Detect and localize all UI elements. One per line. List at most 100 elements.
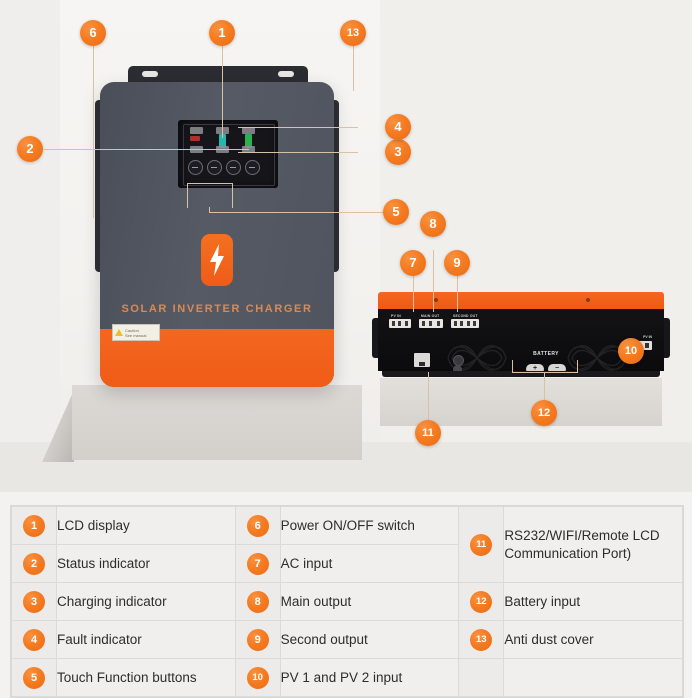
screw-icon xyxy=(586,298,590,302)
rear-panel-body: PV IN MAIN OUT SECOND OUT COMM BATTERY +… xyxy=(378,309,664,376)
legend-num-cell: 3 xyxy=(11,582,57,621)
table-row: 5 Touch Function buttons 10 PV 1 and PV … xyxy=(11,658,683,697)
table-row: 2 Status indicator 7 AC input xyxy=(11,544,683,583)
lightning-bolt-icon xyxy=(201,234,233,286)
leader-line-3 xyxy=(238,152,358,153)
legend-num-cell: 2 xyxy=(11,544,57,583)
inverter-rear-unit: PV IN MAIN OUT SECOND OUT COMM BATTERY +… xyxy=(372,292,670,380)
terminal-block-ac-input[interactable] xyxy=(389,319,411,328)
lcd-segment-battery xyxy=(219,134,226,148)
warning-triangle-icon xyxy=(115,329,123,336)
chassis-edge-right xyxy=(331,100,339,272)
legend-badge-8: 8 xyxy=(246,590,269,613)
touch-button-2[interactable] xyxy=(207,160,222,175)
battery-terminal-group[interactable]: BATTERY +− xyxy=(518,351,574,374)
callout-badge-12[interactable]: 12 xyxy=(531,400,557,426)
backdrop-left xyxy=(0,0,60,492)
ground-washer-icon xyxy=(453,365,462,374)
chassis-edge-left xyxy=(95,100,103,272)
legend-badge-10: 10 xyxy=(246,666,269,689)
leader-line-7 xyxy=(413,276,414,312)
legend-badge-12: 12 xyxy=(470,590,493,613)
legend-num-cell: 5 xyxy=(11,658,57,697)
lcd-segment-fault xyxy=(190,136,200,141)
screw-icon xyxy=(434,298,438,302)
bracket-slot-left xyxy=(142,71,158,77)
touch-function-buttons[interactable] xyxy=(188,160,260,176)
legend-badge-4: 4 xyxy=(23,628,45,651)
leader-line-8 xyxy=(433,250,434,312)
callout-badge-1[interactable]: 1 xyxy=(209,20,235,46)
legend-text-11: RS232/WIFI/Remote LCD Communication Port… xyxy=(503,506,683,583)
callout-badge-9[interactable]: 9 xyxy=(444,250,470,276)
touch-button-4[interactable] xyxy=(245,160,260,175)
terminal-label-second-output: SECOND OUT xyxy=(453,314,478,318)
leader-line-12 xyxy=(544,372,545,400)
callout-badge-3[interactable]: 3 xyxy=(385,139,411,165)
legend-num-cell: 10 xyxy=(234,658,281,697)
leader-line-11 xyxy=(428,372,429,420)
rear-top-strip xyxy=(378,292,664,309)
battery-negative-terminal[interactable]: − xyxy=(548,364,566,374)
terminal-label-ac-input: PV IN xyxy=(391,314,401,318)
leader-line-2 xyxy=(44,149,249,150)
legend-num-cell: 12 xyxy=(458,582,505,621)
lcd-display-panel[interactable] xyxy=(178,120,278,188)
rear-mount-ear-left xyxy=(372,318,380,358)
legend-num-cell: 13 xyxy=(458,620,505,659)
leader-line-6 xyxy=(93,46,94,218)
legend-badge-3: 3 xyxy=(23,590,45,613)
legend-text-8: Main output xyxy=(279,582,460,621)
leader-line-9 xyxy=(457,276,458,312)
callout-badge-10[interactable]: 10 xyxy=(618,338,644,364)
callout-badge-11[interactable]: 11 xyxy=(415,420,441,446)
callout-badge-5[interactable]: 5 xyxy=(383,199,409,225)
bolt-glyph xyxy=(210,244,224,276)
leader-line-4 xyxy=(238,127,358,128)
legend-text-7: AC input xyxy=(279,544,460,583)
callout-badge-2[interactable]: 2 xyxy=(17,136,43,162)
callout-badge-6[interactable]: 6 xyxy=(80,20,106,46)
legend-num-cell: 7 xyxy=(234,544,281,583)
caution-label: Caution xyxy=(125,327,139,333)
terminal-label-main-output: MAIN OUT xyxy=(421,314,440,318)
rear-base-plate xyxy=(382,371,660,377)
pedestal-rear xyxy=(380,378,662,426)
caution-sticker: Caution See manual xyxy=(112,324,160,341)
touch-button-3[interactable] xyxy=(226,160,241,175)
caution-sub: See manual xyxy=(125,332,147,338)
legend-text-9: Second output xyxy=(279,620,460,659)
terminal-block-second-output[interactable] xyxy=(451,319,479,328)
legend-text-10: PV 1 and PV 2 input xyxy=(279,658,460,697)
legend-text-3: Charging indicator xyxy=(56,582,236,621)
legend-table: 1 LCD display 6 Power ON/OFF switch 11 R… xyxy=(10,505,684,698)
legend-text-empty xyxy=(503,658,683,697)
brand-text: SOLAR INVERTER CHARGER xyxy=(121,303,313,315)
battery-label: BATTERY xyxy=(533,351,559,357)
leader-line-5a xyxy=(209,207,210,212)
legend-badge-7: 7 xyxy=(246,552,269,575)
legend-text-6: Power ON/OFF switch xyxy=(279,506,460,545)
legend-num-cell: 8 xyxy=(234,582,281,621)
terminal-block-main-output[interactable] xyxy=(419,319,443,328)
legend-text-1: LCD display xyxy=(56,506,236,545)
table-row: 4 Fault indicator 9 Second output 13 Ant… xyxy=(11,620,683,659)
legend-text-12: Battery input xyxy=(503,582,683,621)
legend-badge-6: 6 xyxy=(246,514,269,537)
comm-rj45-port[interactable] xyxy=(414,353,430,367)
legend-text-2: Status indicator xyxy=(56,544,236,583)
legend-badge-1: 1 xyxy=(23,514,45,537)
legend-badge-5: 5 xyxy=(23,666,45,689)
battery-positive-terminal[interactable]: + xyxy=(526,364,544,374)
legend-num-cell-empty xyxy=(458,658,505,697)
touch-button-1[interactable] xyxy=(188,160,203,175)
table-row: 3 Charging indicator 8 Main output 12 Ba… xyxy=(11,582,683,621)
legend-num-cell: 11 xyxy=(458,506,505,583)
legend-badge-11: 11 xyxy=(470,533,493,556)
lcd-segment xyxy=(242,127,255,134)
rear-mount-ear-right xyxy=(662,318,670,358)
callout-badge-4[interactable]: 4 xyxy=(385,114,411,140)
callout-badge-8[interactable]: 8 xyxy=(420,211,446,237)
callout-badge-13[interactable]: 13 xyxy=(340,20,366,46)
callout-badge-7[interactable]: 7 xyxy=(400,250,426,276)
